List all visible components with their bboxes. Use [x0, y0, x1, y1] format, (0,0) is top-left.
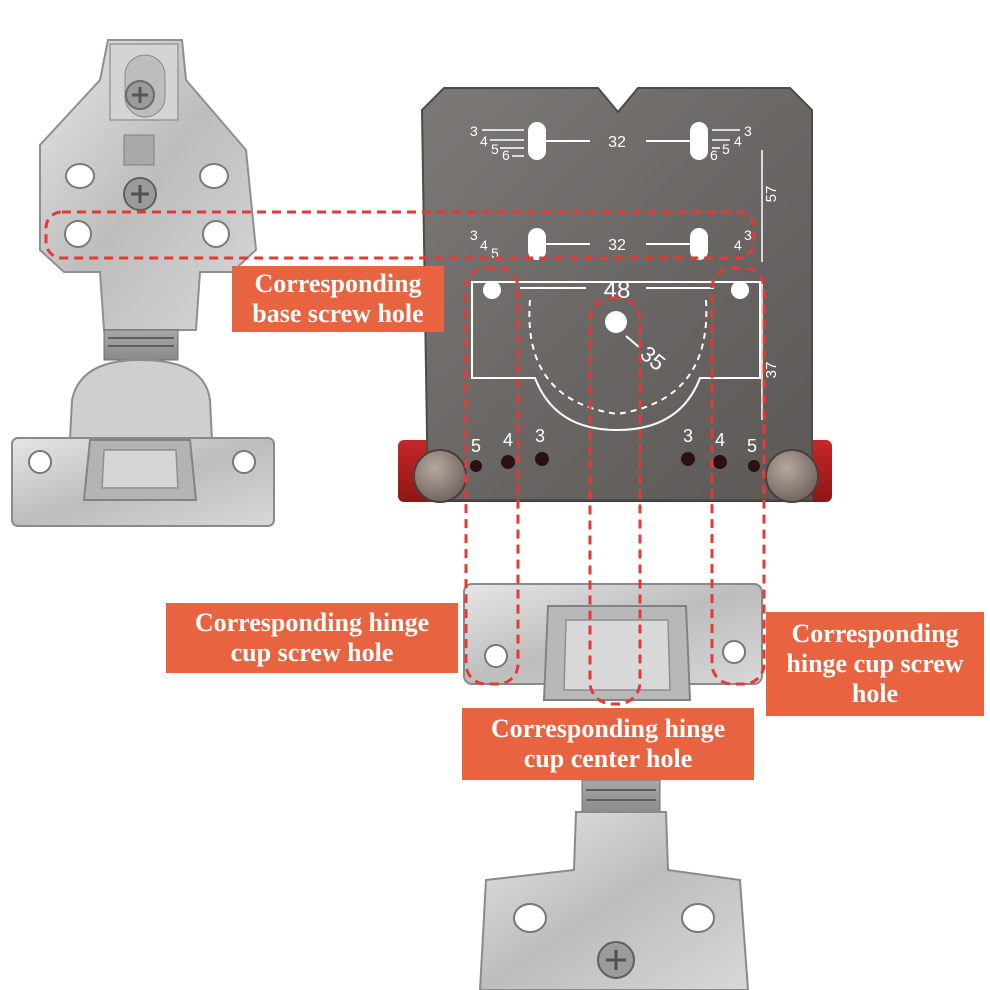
- svg-text:4: 4: [503, 430, 513, 450]
- callout-text: hinge cup screw: [786, 649, 964, 678]
- jig-slot: [528, 122, 546, 160]
- svg-text:5: 5: [471, 436, 481, 456]
- scale-left-top: 3 4 5 6: [470, 123, 524, 163]
- svg-text:5: 5: [491, 141, 499, 157]
- scale-right-top: 3 4 5 6: [710, 123, 752, 163]
- svg-text:3: 3: [470, 123, 478, 139]
- svg-text:3: 3: [535, 426, 545, 446]
- callout-text: Corresponding: [791, 619, 959, 648]
- spacing-mid-label: 32: [608, 237, 626, 254]
- cup-center-hole: [605, 311, 627, 333]
- callout-base-screw-hole: Corresponding base screw hole: [232, 266, 444, 332]
- callout-text: base screw hole: [252, 299, 424, 328]
- callout-text: hole: [851, 679, 899, 708]
- svg-text:4: 4: [715, 430, 725, 450]
- knob-left: [413, 449, 467, 503]
- jig-slot: [690, 122, 708, 160]
- guide-holes: [470, 452, 760, 472]
- scale-right-mid: 3 4: [734, 227, 752, 253]
- svg-text:6: 6: [710, 147, 718, 163]
- jig-slot: [528, 228, 546, 260]
- cup-screw-left-guide: [464, 266, 520, 686]
- scale-left-mid: 3 4 5: [470, 227, 499, 261]
- svg-text:5: 5: [747, 436, 757, 456]
- callout-text: Corresponding hinge: [490, 714, 726, 743]
- callout-text: Corresponding: [254, 269, 422, 298]
- svg-text:4: 4: [734, 237, 742, 253]
- svg-text:3: 3: [744, 123, 752, 139]
- svg-text:4: 4: [480, 133, 488, 149]
- callout-hinge-cup-center-hole: Corresponding hinge cup center hole: [462, 708, 754, 780]
- knob-right: [765, 449, 819, 503]
- hole-labels-right: 3 4 5: [683, 426, 757, 456]
- svg-text:5: 5: [722, 141, 730, 157]
- base-screw-guide: [44, 210, 756, 260]
- callout-text: cup screw hole: [230, 638, 394, 667]
- callout-hinge-cup-screw-hole-left: Corresponding hinge cup screw hole: [166, 603, 458, 673]
- side-dim-upper: 57: [763, 186, 780, 203]
- drilling-jig: 32 3 4 5 6 3 4 5 6 57 37 32 3 4 5: [398, 87, 832, 503]
- cup-outline: [471, 281, 761, 432]
- svg-text:3: 3: [744, 227, 752, 243]
- cup-center-guide: [588, 296, 642, 706]
- cup-screw-right-guide: [710, 266, 766, 686]
- dashed-guides: [44, 210, 766, 706]
- svg-text:5: 5: [491, 245, 499, 261]
- cup-spacing-label: 48: [604, 277, 631, 304]
- callout-text: Corresponding hinge: [194, 608, 430, 637]
- svg-text:4: 4: [734, 133, 742, 149]
- svg-text:4: 4: [480, 237, 488, 253]
- cup-screw-hole-left: [483, 281, 501, 299]
- spacing-top-label: 32: [608, 134, 626, 151]
- side-dim-lower: 37: [763, 362, 780, 379]
- svg-text:6: 6: [502, 147, 510, 163]
- callout-text: cup center hole: [523, 744, 693, 773]
- cup-screw-hole-right: [731, 281, 749, 299]
- jig-slot: [690, 228, 708, 260]
- callout-hinge-cup-screw-hole-right: Corresponding hinge cup screw hole: [766, 612, 984, 716]
- hinge-bottom: [463, 583, 763, 990]
- hole-labels-left: 5 4 3: [471, 426, 545, 456]
- svg-text:3: 3: [683, 426, 693, 446]
- svg-text:3: 3: [470, 227, 478, 243]
